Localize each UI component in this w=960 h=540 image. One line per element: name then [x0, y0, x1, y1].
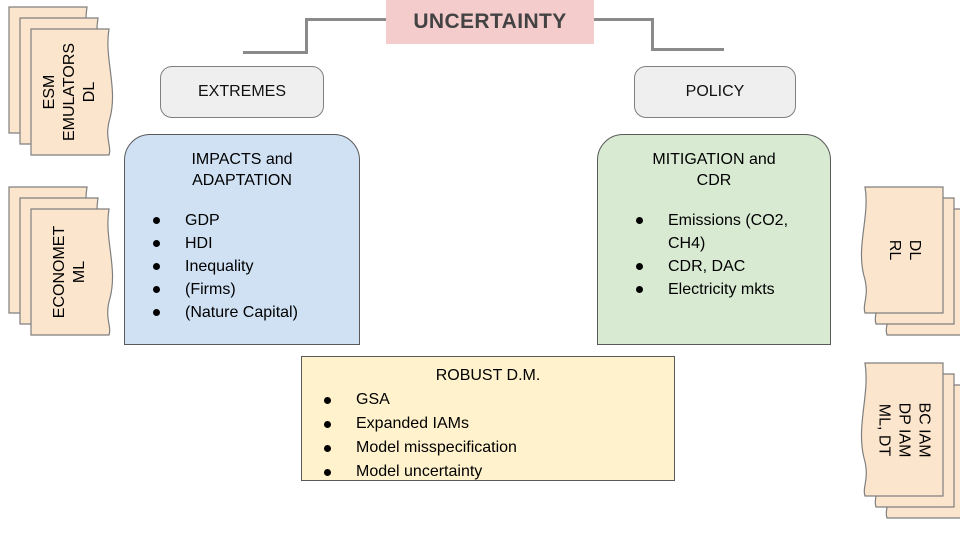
list-item: Expanded IAMs [324, 412, 664, 436]
panel-impacts-adaptation: IMPACTS and ADAPTATION GDP HDI Inequalit… [124, 134, 360, 345]
connector-right-top [594, 18, 654, 21]
connector-right-vertical [651, 18, 654, 51]
list-item: (Nature Capital) [153, 301, 349, 324]
panel-mitigation-list: Emissions (CO2, CH4) CDR, DAC Electricit… [598, 209, 830, 301]
panel-mitigation-title: MITIGATION and CDR [652, 151, 776, 189]
stack-card-front: DL RL [852, 186, 944, 314]
list-item: Emissions (CO2, CH4) [636, 209, 820, 255]
panel-impacts-title: IMPACTS and ADAPTATION [191, 151, 293, 189]
header-pill-policy[interactable]: POLICY [634, 66, 796, 118]
uncertainty-banner: UNCERTAINTY [386, 0, 594, 44]
document-stack-deep-rl: DL RL [852, 186, 960, 336]
header-pill-extremes-label: EXTREMES [197, 83, 286, 100]
stack-card-front: ESM EMULATORS DL [30, 28, 122, 156]
connector-left-top [305, 18, 389, 21]
panel-impacts-list: GDP HDI Inequality (Firms) (Nature Capit… [125, 209, 359, 324]
panel-mitigation-cdr: MITIGATION and CDR Emissions (CO2, CH4) … [597, 134, 831, 345]
panel-robust-list: GSA Expanded IAMs Model misspecification… [302, 388, 674, 484]
list-item: GSA [324, 388, 664, 412]
document-stack-iam-methods: BC IAM DP IAM ML, DT [852, 362, 960, 527]
connector-left-bottom [243, 51, 308, 54]
panel-robust-dm: ROBUST D.M. GSA Expanded IAMs Model miss… [301, 356, 675, 481]
connector-left-vertical [305, 18, 308, 54]
list-item: CDR, DAC [636, 255, 820, 278]
document-stack-esm-emulators: ESM EMULATORS DL [8, 6, 128, 161]
list-item: HDI [153, 232, 349, 255]
list-item: Electricity mkts [636, 278, 820, 301]
list-item: (Firms) [153, 278, 349, 301]
connector-right-bottom [651, 48, 724, 51]
list-item: Model uncertainty [324, 460, 664, 484]
header-pill-extremes[interactable]: EXTREMES [160, 66, 324, 118]
stack-card-front: BC IAM DP IAM ML, DT [852, 362, 944, 497]
list-item: Inequality [153, 255, 349, 278]
panel-robust-title: ROBUST D.M. [435, 367, 541, 384]
header-pill-policy-label: POLICY [685, 83, 745, 100]
list-item: GDP [153, 209, 349, 232]
stack-card-front: ECONOMET ML [30, 208, 122, 336]
uncertainty-label: UNCERTAINTY [413, 10, 567, 33]
list-item: Model misspecification [324, 436, 664, 460]
document-stack-econometrics: ECONOMET ML [8, 186, 128, 341]
